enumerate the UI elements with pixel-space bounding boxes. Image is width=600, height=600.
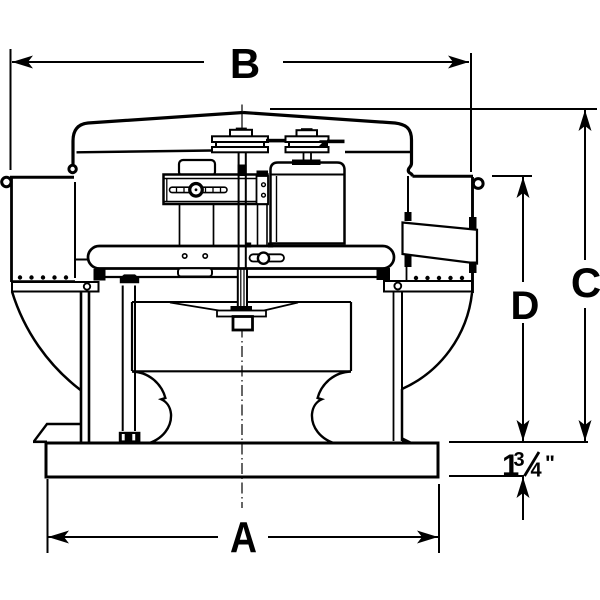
svg-text:C: C [571, 259, 600, 306]
svg-text:D: D [511, 284, 540, 328]
svg-text:": " [545, 452, 555, 475]
svg-text:3: 3 [514, 449, 525, 471]
svg-text:B: B [230, 40, 260, 87]
svg-text:4: 4 [531, 460, 543, 482]
svg-text:1: 1 [502, 448, 519, 483]
svg-text:A: A [230, 512, 257, 562]
